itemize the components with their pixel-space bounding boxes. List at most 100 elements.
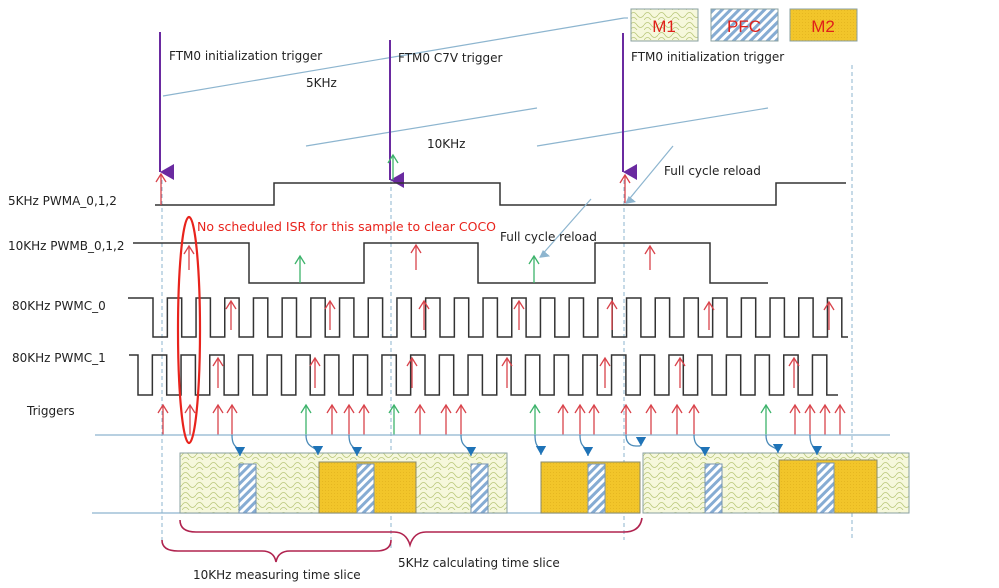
- highlight-ellipse: [176, 215, 202, 445]
- red-event-arrow: [225, 299, 237, 330]
- red-event-arrow: [644, 244, 656, 270]
- red-event-arrow: [226, 403, 238, 435]
- red-event-arrow: [789, 403, 801, 435]
- waveform-pwma: [155, 182, 846, 206]
- connector-arrow: [460, 434, 477, 457]
- red-event-arrow: [343, 403, 355, 435]
- signal-label-pwmc1: 80KHz PWMC_1: [12, 351, 106, 365]
- connector-arrow: [693, 434, 711, 457]
- legend-item-pfc: PFC: [710, 8, 779, 42]
- signal-label-pwmc0: 80KHz PWMC_0: [12, 299, 106, 313]
- ftm0-init-trigger-1-label: FTM0 initialization trigger: [169, 49, 322, 63]
- red-event-arrow: [620, 403, 632, 435]
- pfc-block-2: [356, 463, 375, 514]
- red-event-arrow: [557, 403, 569, 435]
- red-event-arrow: [588, 403, 600, 435]
- red-event-arrow: [358, 403, 370, 435]
- signal-label-pwma: 5KHz PWMA_0,1,2: [8, 194, 117, 208]
- red-event-arrow: [184, 403, 196, 435]
- connector-arrow: [231, 434, 246, 457]
- red-event-arrow: [804, 403, 816, 435]
- full-cycle-reload-1-label: Full cycle reload: [664, 164, 761, 178]
- event-arrows: [155, 153, 846, 435]
- red-event-arrow: [501, 356, 513, 388]
- waveform-pwmc1: [129, 354, 838, 396]
- full-cycle-reload-2-label: Full cycle reload: [500, 230, 597, 244]
- calculating-slice-label: 5KHz calculating time slice: [398, 556, 560, 570]
- red-event-arrow: [688, 403, 700, 435]
- red-event-arrow: [410, 243, 422, 270]
- ramp-10khz: [305, 107, 769, 147]
- red-event-arrow: [183, 244, 195, 270]
- ramp-label-10khz: 10KHz: [427, 137, 465, 151]
- signal-label-triggers: Triggers: [26, 404, 75, 418]
- green-event-arrow: [529, 403, 541, 435]
- connector-arrow: [625, 434, 647, 447]
- ftm0-c7v-trigger-label: FTM0 C7V trigger: [398, 51, 502, 65]
- brace-measuring: [161, 539, 392, 563]
- connector-arrow: [765, 434, 784, 454]
- connector-arrow: [348, 434, 363, 457]
- pfc-block-3: [470, 463, 489, 514]
- green-event-arrow: [387, 153, 399, 180]
- red-event-arrow: [455, 403, 467, 435]
- red-event-arrow: [212, 356, 224, 388]
- legend: M1 PFC M2: [630, 8, 858, 42]
- red-event-arrow: [212, 403, 224, 435]
- legend-label-pfc: PFC: [727, 17, 761, 36]
- red-event-arrow: [834, 403, 846, 435]
- red-event-arrow: [309, 356, 321, 388]
- red-event-arrow: [418, 299, 430, 330]
- connector-arrow: [305, 434, 324, 456]
- red-event-arrow: [414, 403, 426, 435]
- green-event-arrow: [528, 254, 540, 283]
- waveform-pwmb: [133, 242, 768, 284]
- square-wave: [129, 354, 838, 396]
- green-event-arrow: [760, 403, 772, 435]
- brace-calculating: [179, 517, 643, 548]
- red-event-arrow: [440, 403, 452, 435]
- task-blocks: [179, 452, 910, 514]
- square-wave: [128, 297, 848, 338]
- signal-label-pwmb: 10KHz PWMB_0,1,2: [8, 239, 125, 253]
- no-isr-note: No scheduled ISR for this sample to clea…: [197, 219, 496, 234]
- ftm0-c7v-trigger: FTM0 C7V trigger: [389, 40, 502, 188]
- pfc-block-5: [816, 462, 835, 514]
- red-event-arrow: [324, 299, 336, 330]
- red-event-arrow: [513, 299, 525, 330]
- red-event-arrow: [574, 403, 586, 435]
- red-event-arrow: [645, 403, 657, 435]
- legend-label-m1: M1: [652, 17, 676, 36]
- green-event-arrow: [294, 254, 306, 283]
- green-event-arrow: [300, 403, 312, 435]
- ramp-label-5khz: 5KHz: [306, 76, 337, 90]
- waveform-pwmc0: [128, 297, 848, 338]
- legend-item-m2: M2: [789, 8, 858, 42]
- legend-item-m1: M1: [630, 8, 699, 42]
- red-event-arrow: [157, 403, 169, 435]
- red-event-arrow: [788, 356, 800, 388]
- trigger-connectors: [231, 434, 823, 457]
- red-event-arrow: [599, 356, 611, 388]
- legend-label-m2: M2: [811, 17, 835, 36]
- ftm0-init-trigger-2-label: FTM0 initialization trigger: [631, 50, 784, 64]
- ftm0-init-trigger-1: FTM0 initialization trigger: [159, 32, 322, 180]
- ramp-5khz: [162, 17, 628, 97]
- red-event-arrow: [823, 300, 835, 330]
- red-event-arrow: [703, 300, 715, 330]
- full-cycle-reload-1: Full cycle reload: [625, 145, 761, 204]
- pfc-block-1: [238, 463, 257, 514]
- ftm0-init-trigger-2: FTM0 initialization trigger: [622, 33, 784, 180]
- connector-arrow: [579, 434, 594, 457]
- green-event-arrow: [388, 403, 400, 435]
- red-event-arrow: [619, 173, 631, 203]
- red-event-arrow: [674, 356, 686, 388]
- full-cycle-reload-2: Full cycle reload: [500, 198, 597, 258]
- connector-arrow: [534, 434, 547, 456]
- measuring-slice-label: 10KHz measuring time slice: [193, 568, 361, 582]
- red-event-arrow: [606, 299, 618, 330]
- connector-arrow: [809, 434, 823, 456]
- pfc-block-6: [704, 463, 723, 514]
- red-event-arrow: [819, 403, 831, 435]
